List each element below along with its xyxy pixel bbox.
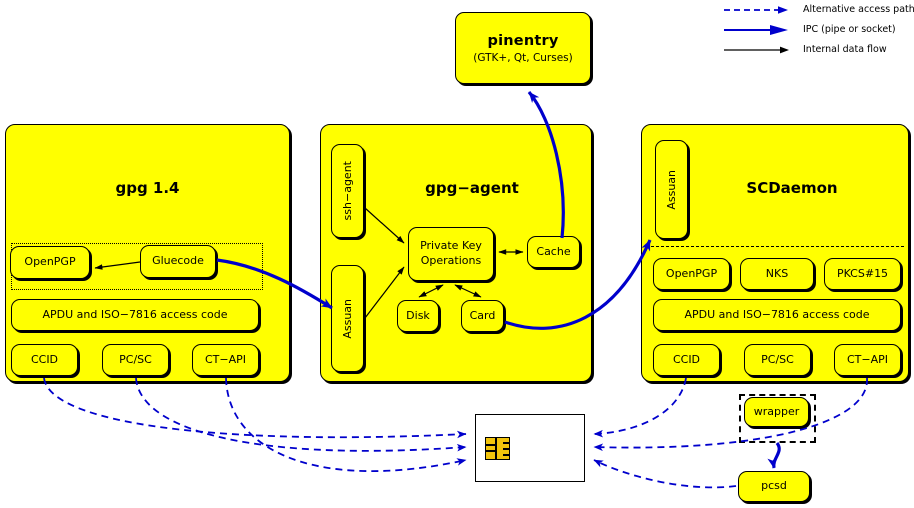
edge-alt-gpg-ctapi-to-smartcard (225, 377, 467, 472)
edge-alt-gpg-pcsc-to-smartcard (135, 377, 467, 452)
scdaemon-driver-openpgp-label: OpenPGP (665, 266, 718, 280)
scdaemon-driver-nks[interactable]: NKS (740, 258, 814, 290)
gpg-agent-assuan-box[interactable]: Assuan (331, 265, 364, 372)
gpg-gluecode-box[interactable]: Gluecode (140, 245, 216, 278)
scdaemon-reader-ctapi-label: CT−API (846, 352, 889, 366)
gpg-agent-ssh-agent-label: ssh−agent (341, 161, 354, 221)
gpg-reader-pcsc-label: PC/SC (119, 352, 152, 366)
gpg-openpgp-box[interactable]: OpenPGP (10, 246, 90, 279)
gpg-agent-disk-label: Disk (406, 308, 430, 322)
gpg-title: gpg 1.4 (115, 179, 180, 197)
scdaemon-driver-pkcs15[interactable]: PKCS#15 (824, 258, 901, 290)
legend-label-alternative-access-paths: Alternative access paths (803, 3, 914, 15)
wrapper-label: wrapper (753, 404, 800, 418)
edge-alt-gpg-ccid-to-smartcard (43, 377, 467, 439)
legend-label-internal-data-flow: Internal data flow (803, 43, 887, 55)
legend-item-internal-data-flow: Internal data flow (722, 42, 887, 56)
scdaemon-divider (646, 246, 904, 247)
edge-alt-scdaemon-ccid-to-smartcard (593, 377, 687, 438)
legend-label-ipc: IPC (pipe or socket) (803, 23, 896, 35)
gpg-reader-ctapi[interactable]: CT−API (192, 344, 259, 376)
gpg-apdu-box[interactable]: APDU and ISO−7816 access code (11, 299, 259, 331)
scdaemon-driver-openpgp[interactable]: OpenPGP (653, 258, 730, 290)
pinentry-subtitle: (GTK+, Qt, Curses) (473, 51, 573, 64)
gpg-apdu-label: APDU and ISO−7816 access code (42, 307, 228, 321)
legend: Alternative access paths IPC (pipe or so… (722, 0, 914, 56)
gpg-agent-card-label: Card (469, 308, 496, 322)
pcsd-box[interactable]: pcsd (738, 471, 810, 502)
legend-item-ipc: IPC (pipe or socket) (722, 22, 896, 36)
gpg-agent-card-box[interactable]: Card (461, 300, 504, 332)
gpg-reader-ctapi-label: CT−API (204, 352, 247, 366)
gpg-gluecode-label: Gluecode (152, 254, 204, 268)
legend-swatch-internal (722, 42, 794, 56)
legend-item-alternative-access-paths: Alternative access paths (722, 2, 914, 16)
legend-swatch-dashed (722, 2, 794, 16)
edge-alt-pcsd-to-smartcard (593, 459, 737, 489)
gpg-reader-pcsc[interactable]: PC/SC (102, 344, 169, 376)
gpg-reader-ccid[interactable]: CCID (11, 344, 78, 376)
scdaemon-driver-pkcs15-label: PKCS#15 (836, 266, 889, 280)
scdaemon-title: SCDaemon (746, 179, 838, 197)
gpg-reader-ccid-label: CCID (30, 352, 59, 366)
gpg-agent-ssh-agent-box[interactable]: ssh−agent (331, 144, 364, 238)
scdaemon-assuan-label: Assuan (665, 169, 678, 210)
wrapper-box[interactable]: wrapper (744, 397, 809, 427)
gpg-agent-assuan-label: Assuan (341, 298, 354, 339)
gpg-agent-cache-label: Cache (536, 244, 571, 258)
pinentry-box[interactable]: pinentry (GTK+, Qt, Curses) (455, 12, 591, 84)
gpg-agent-title: gpg−agent (425, 179, 519, 197)
private-key-operations-line2: Operations (420, 254, 482, 267)
edge-alt-scdaemon-ctapi-to-smartcard (593, 377, 868, 452)
scdaemon-driver-nks-label: NKS (765, 266, 789, 280)
private-key-operations-line1: Private Key (420, 239, 482, 253)
gpg-agent-disk-box[interactable]: Disk (397, 300, 439, 332)
pinentry-title: pinentry (487, 32, 559, 49)
scdaemon-reader-ctapi[interactable]: CT−API (834, 344, 901, 376)
smartcard-chip-icon (485, 437, 510, 460)
gpg-agent-cache-box[interactable]: Cache (527, 236, 580, 268)
scdaemon-reader-ccid[interactable]: CCID (653, 344, 720, 376)
scdaemon-reader-ccid-label: CCID (672, 352, 701, 366)
pcsd-label: pcsd (761, 479, 787, 493)
scdaemon-reader-pcsc-label: PC/SC (761, 352, 794, 366)
legend-swatch-ipc (722, 22, 794, 36)
scdaemon-assuan-box[interactable]: Assuan (655, 140, 688, 239)
gpg-openpgp-label: OpenPGP (24, 255, 76, 269)
scdaemon-apdu-label: APDU and ISO−7816 access code (684, 307, 870, 321)
scdaemon-apdu-box[interactable]: APDU and ISO−7816 access code (653, 299, 901, 331)
gpg-agent-private-key-operations-box[interactable]: Private Key Operations (408, 227, 494, 281)
scdaemon-reader-pcsc[interactable]: PC/SC (744, 344, 811, 376)
edge-ipc-wrapper-to-pcsd (767, 442, 781, 469)
